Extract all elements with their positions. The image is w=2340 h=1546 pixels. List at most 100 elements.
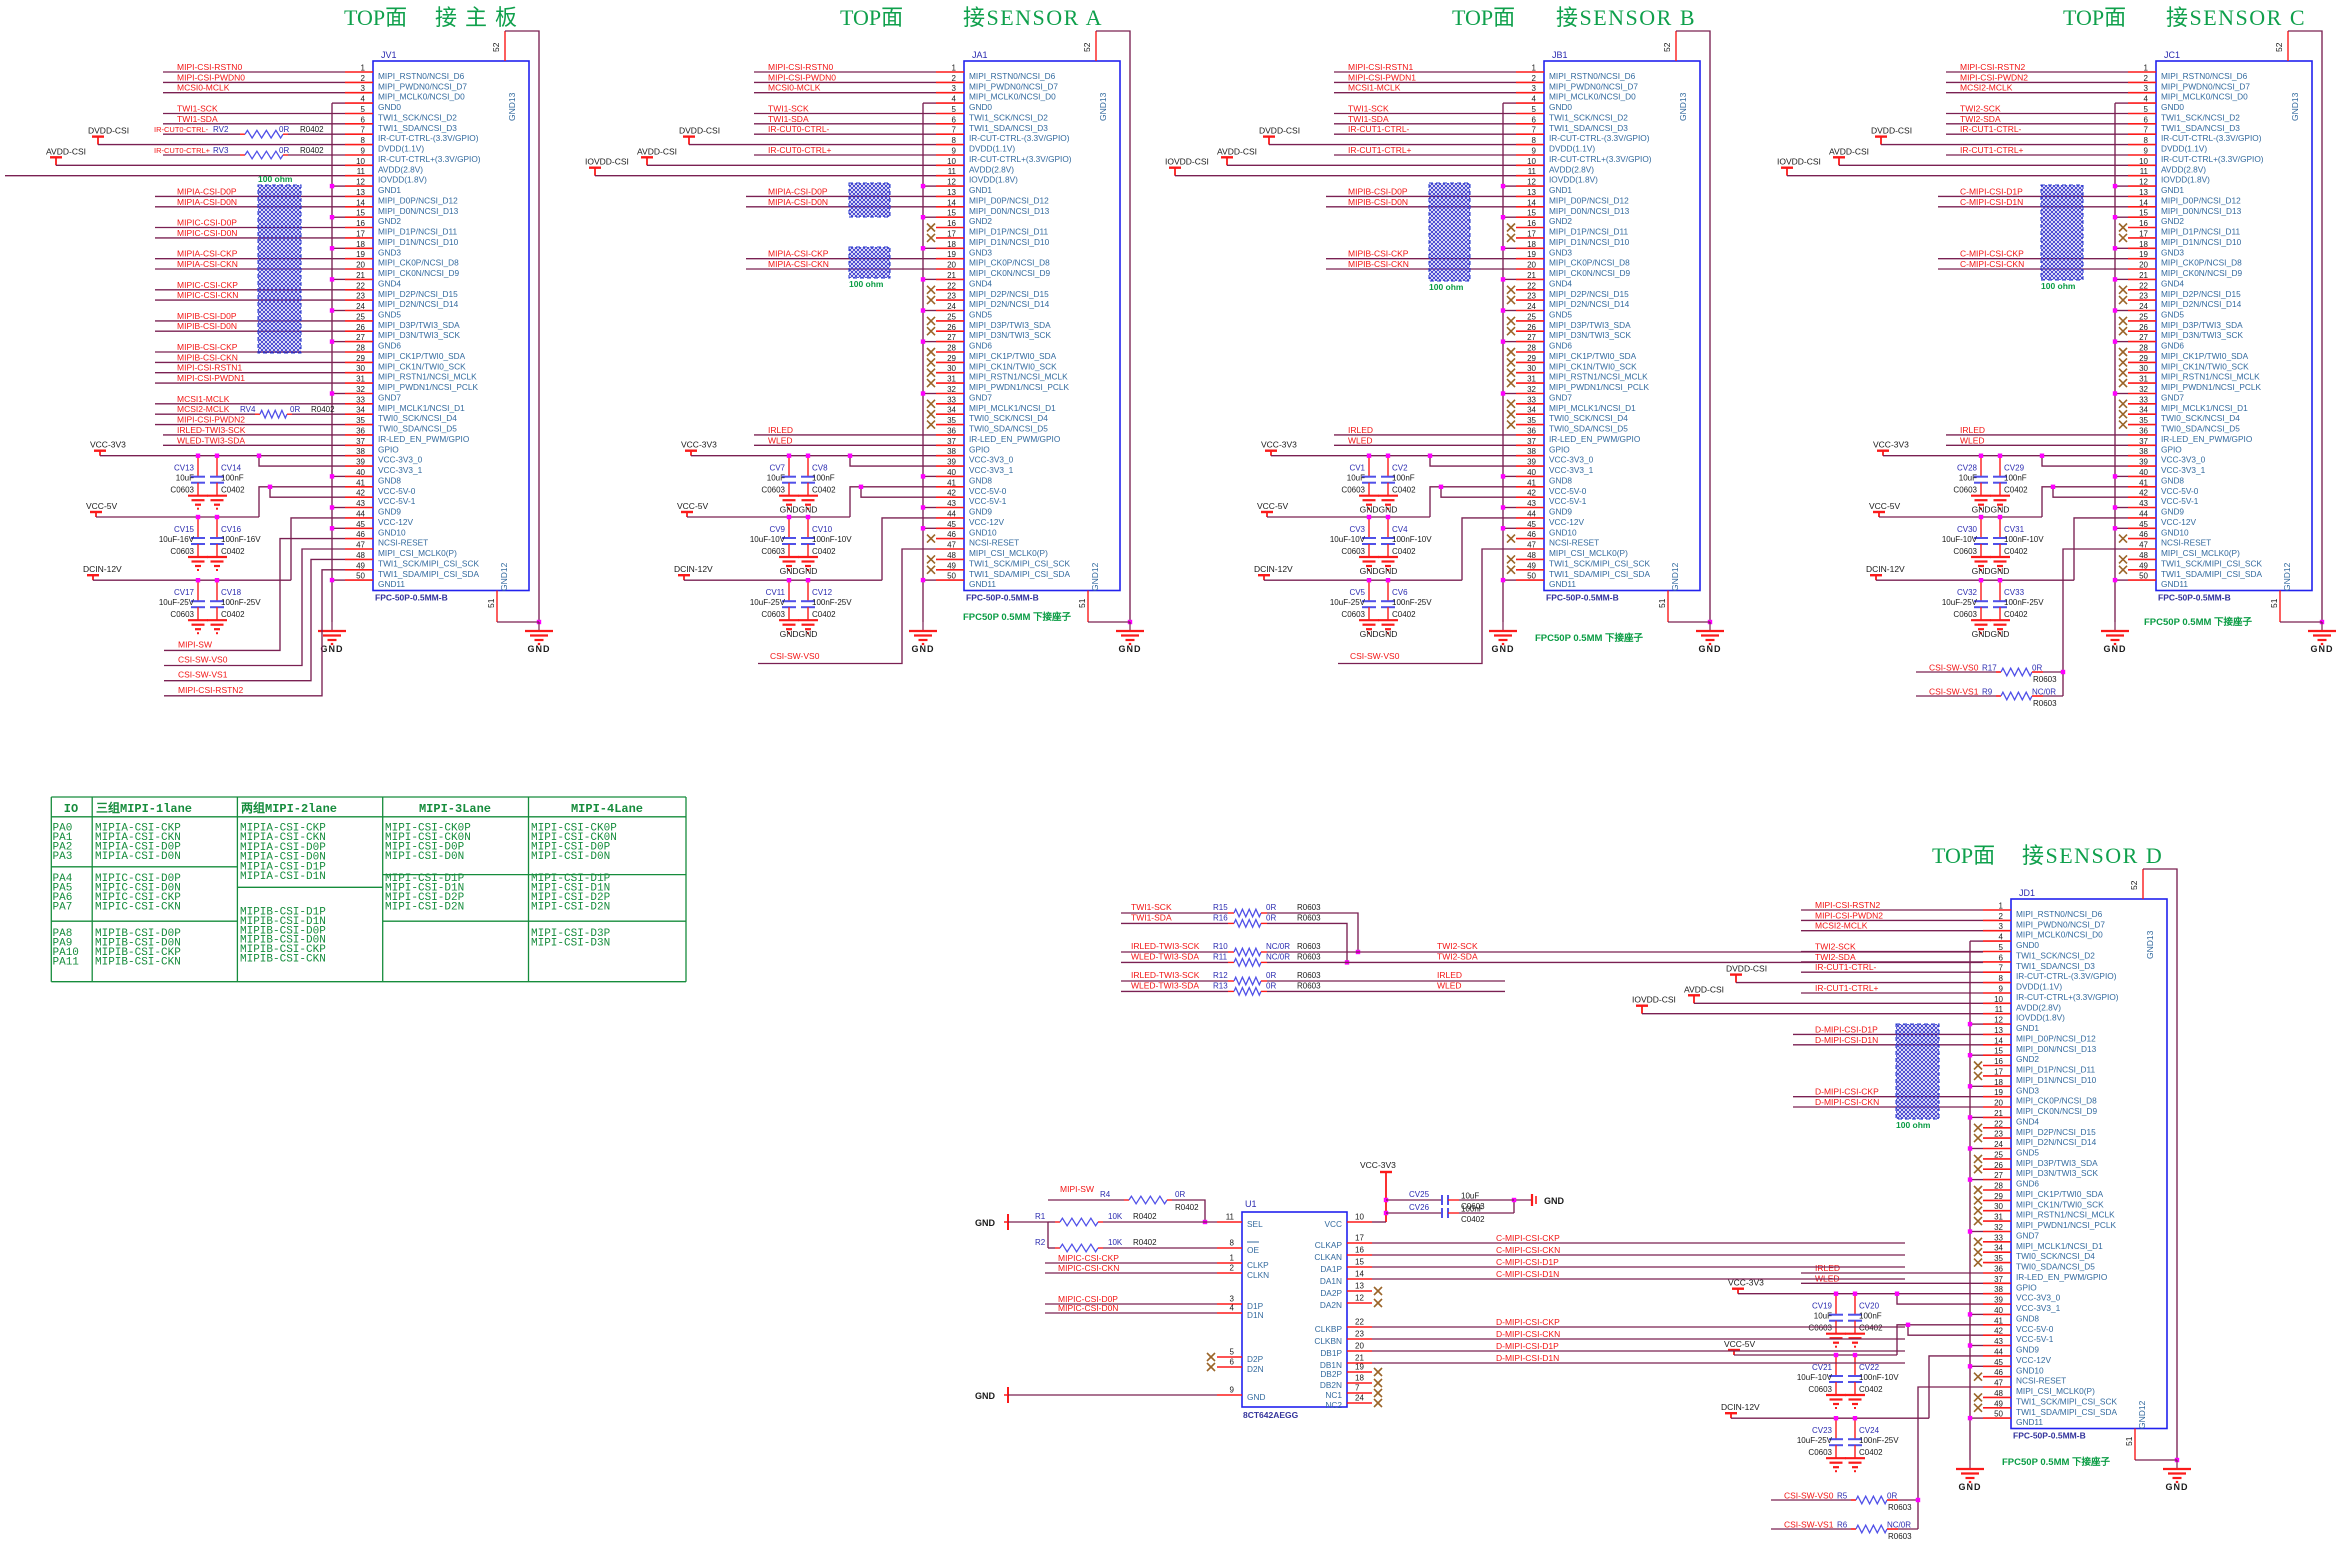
svg-text:R0603: R0603 xyxy=(1297,903,1321,912)
svg-text:MIPI_D3N/TWI3_SCK: MIPI_D3N/TWI3_SCK xyxy=(969,330,1052,340)
svg-text:GND: GND xyxy=(1492,644,1515,654)
svg-text:TWI1_SCK/NCSI_D2: TWI1_SCK/NCSI_D2 xyxy=(2161,113,2240,123)
svg-text:8: 8 xyxy=(1532,136,1537,145)
svg-text:CV15: CV15 xyxy=(174,525,195,534)
svg-text:47: 47 xyxy=(2139,541,2148,550)
svg-text:16: 16 xyxy=(1527,219,1536,228)
svg-text:21: 21 xyxy=(1527,271,1536,280)
svg-text:MIPI_D1P/NCSI_D11: MIPI_D1P/NCSI_D11 xyxy=(2161,227,2241,237)
svg-text:MIPI_CK0N/NCSI_D9: MIPI_CK0N/NCSI_D9 xyxy=(378,268,460,278)
svg-text:MIPI-CSI-PWDN1: MIPI-CSI-PWDN1 xyxy=(1348,72,1416,82)
svg-text:TWI2-SCK: TWI2-SCK xyxy=(1437,941,1478,951)
svg-text:GND8: GND8 xyxy=(2161,475,2184,485)
svg-text:3: 3 xyxy=(1532,84,1537,93)
svg-text:GND: GND xyxy=(975,1391,996,1401)
svg-text:1: 1 xyxy=(1230,1254,1235,1263)
svg-text:26: 26 xyxy=(1994,1161,2003,1170)
svg-text:GNDGND: GNDGND xyxy=(1360,629,1398,639)
svg-text:IR-CUT-CTRL+(3.3V/GPIO): IR-CUT-CTRL+(3.3V/GPIO) xyxy=(1549,154,1652,164)
svg-text:50: 50 xyxy=(356,572,365,581)
svg-text:MIPI_RSTN0/NCSI_D6: MIPI_RSTN0/NCSI_D6 xyxy=(378,71,465,81)
svg-text:CSI-SW-VS1: CSI-SW-VS1 xyxy=(1929,687,1979,697)
svg-text:GND7: GND7 xyxy=(1549,393,1572,403)
svg-text:52: 52 xyxy=(1082,42,1092,52)
svg-text:PA4: PA4 xyxy=(53,873,73,885)
svg-text:FPC-50P-0.5MM-B: FPC-50P-0.5MM-B xyxy=(2013,1431,2086,1441)
svg-text:MIPI_CSI_MCLK0(P): MIPI_CSI_MCLK0(P) xyxy=(2161,548,2240,558)
svg-text:MIPI_CK1N/TWI0_SCK: MIPI_CK1N/TWI0_SCK xyxy=(2161,361,2249,371)
svg-text:IO: IO xyxy=(64,802,78,816)
svg-text:24: 24 xyxy=(2139,302,2148,311)
svg-text:46: 46 xyxy=(1527,530,1536,539)
svg-text:43: 43 xyxy=(1527,499,1536,508)
svg-text:35: 35 xyxy=(356,416,365,425)
svg-text:15: 15 xyxy=(1355,1258,1364,1267)
svg-text:TOP面: TOP面 xyxy=(344,5,407,30)
svg-text:MIPI_CK1N/TWI0_SCK: MIPI_CK1N/TWI0_SCK xyxy=(378,361,466,371)
svg-text:51: 51 xyxy=(1657,598,1667,608)
svg-text:39: 39 xyxy=(947,458,956,467)
svg-text:12: 12 xyxy=(1527,178,1536,187)
svg-text:MIPI_RSTN1/NCSI_MCLK: MIPI_RSTN1/NCSI_MCLK xyxy=(2161,372,2260,382)
svg-text:VCC-12V: VCC-12V xyxy=(1549,517,1585,527)
svg-text:GND8: GND8 xyxy=(2016,1313,2039,1323)
svg-text:IOVDD(1.8V): IOVDD(1.8V) xyxy=(378,175,427,185)
svg-text:VCC-3V3_1: VCC-3V3_1 xyxy=(2161,465,2206,475)
svg-text:MIPI_MCLK1/NCSI_D1: MIPI_MCLK1/NCSI_D1 xyxy=(969,403,1056,413)
svg-text:31: 31 xyxy=(1994,1213,2003,1222)
svg-text:VCC-3V3_0: VCC-3V3_0 xyxy=(2016,1293,2061,1303)
svg-text:8CT642AEGG: 8CT642AEGG xyxy=(1243,1410,1299,1420)
svg-text:30: 30 xyxy=(356,364,365,373)
svg-text:CLKP: CLKP xyxy=(1247,1260,1269,1270)
svg-text:DVDD-CSI: DVDD-CSI xyxy=(1726,964,1767,974)
svg-text:接SENSOR B: 接SENSOR B xyxy=(1556,5,1696,30)
svg-text:GND5: GND5 xyxy=(2161,310,2184,320)
svg-text:GND0: GND0 xyxy=(2016,940,2039,950)
svg-text:VCC-3V3: VCC-3V3 xyxy=(681,440,717,450)
svg-text:100nF: 100nF xyxy=(221,474,244,483)
svg-text:9: 9 xyxy=(1532,147,1537,156)
svg-text:38: 38 xyxy=(1527,447,1536,456)
svg-text:41: 41 xyxy=(2139,478,2148,487)
svg-text:MIPI_CK1P/TWI0_SDA: MIPI_CK1P/TWI0_SDA xyxy=(2161,351,2249,361)
svg-text:MIPIA-CSI-CKP: MIPIA-CSI-CKP xyxy=(240,823,326,835)
svg-text:34: 34 xyxy=(947,406,956,415)
svg-text:GND11: GND11 xyxy=(2016,1417,2043,1427)
svg-text:NCSI-RESET: NCSI-RESET xyxy=(378,538,428,548)
svg-text:48: 48 xyxy=(2139,551,2148,560)
svg-text:NC/0R: NC/0R xyxy=(1887,1521,1911,1530)
svg-text:0R: 0R xyxy=(2032,664,2042,673)
svg-text:C0603: C0603 xyxy=(761,486,785,495)
svg-text:100 ohm: 100 ohm xyxy=(849,279,884,289)
svg-text:GND8: GND8 xyxy=(378,475,401,485)
svg-text:1: 1 xyxy=(1999,902,2004,911)
svg-text:IR-CUT1-CTRL-: IR-CUT1-CTRL- xyxy=(1815,962,1877,972)
svg-text:IR-CUT-CTRL+(3.3V/GPIO): IR-CUT-CTRL+(3.3V/GPIO) xyxy=(378,154,481,164)
svg-text:MIPI-4Lane: MIPI-4Lane xyxy=(571,802,643,816)
svg-text:C0603: C0603 xyxy=(1341,610,1365,619)
svg-text:29: 29 xyxy=(2139,354,2148,363)
svg-text:29: 29 xyxy=(356,354,365,363)
svg-text:29: 29 xyxy=(1527,354,1536,363)
svg-text:MIPIC-CSI-D0P: MIPIC-CSI-D0P xyxy=(95,873,181,885)
svg-text:MIPI_MCLK0/NCSI_D0: MIPI_MCLK0/NCSI_D0 xyxy=(1549,92,1636,102)
svg-text:41: 41 xyxy=(1994,1316,2003,1325)
svg-text:GND5: GND5 xyxy=(969,310,992,320)
svg-text:32: 32 xyxy=(1994,1223,2003,1232)
svg-text:MIPI_D1N/NCSI_D10: MIPI_D1N/NCSI_D10 xyxy=(2016,1075,2097,1085)
svg-text:14: 14 xyxy=(1994,1036,2003,1045)
svg-text:50: 50 xyxy=(1527,572,1536,581)
svg-text:MIPI-SW: MIPI-SW xyxy=(178,639,212,649)
svg-text:MIPI-CSI-D1N: MIPI-CSI-D1N xyxy=(385,883,464,895)
svg-text:12: 12 xyxy=(947,178,956,187)
svg-text:GND3: GND3 xyxy=(969,247,992,257)
svg-text:GND: GND xyxy=(1119,644,1142,654)
svg-text:52: 52 xyxy=(491,42,501,52)
svg-text:CV14: CV14 xyxy=(221,464,242,473)
svg-text:GND13: GND13 xyxy=(2290,92,2300,121)
svg-text:32: 32 xyxy=(1527,385,1536,394)
svg-text:TWI1_SDA/MIPI_CSI_SDA: TWI1_SDA/MIPI_CSI_SDA xyxy=(969,569,1070,579)
svg-text:VCC-5V-1: VCC-5V-1 xyxy=(1549,496,1587,506)
svg-text:MCSI0-MCLK: MCSI0-MCLK xyxy=(177,83,230,93)
svg-text:GNDGND: GNDGND xyxy=(1972,505,2010,515)
